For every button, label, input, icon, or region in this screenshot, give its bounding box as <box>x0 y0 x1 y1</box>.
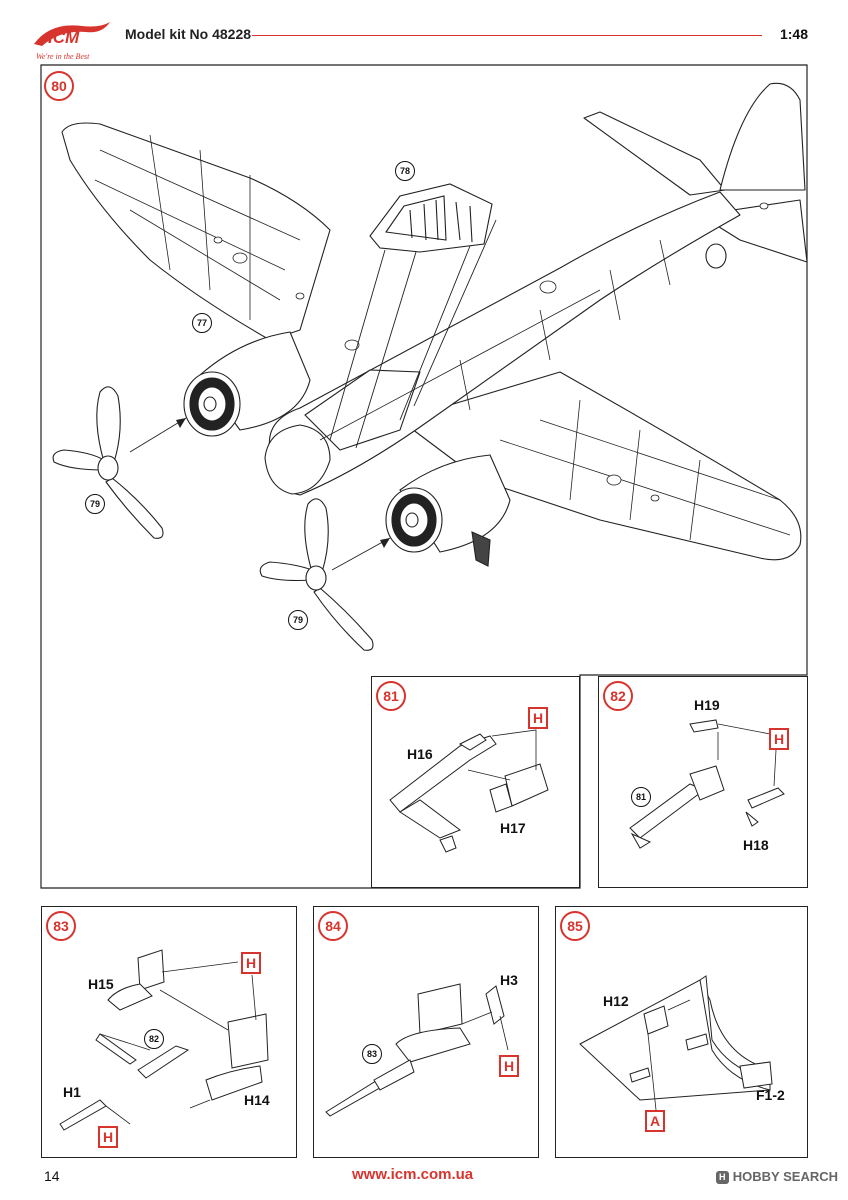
svg-text:ICM: ICM <box>48 28 80 47</box>
website-link[interactable]: www.icm.com.ua <box>352 1166 474 1183</box>
page-number: 14 <box>44 1168 60 1184</box>
sprue-a-85: A <box>645 1110 665 1132</box>
part-h17: H17 <box>500 820 526 836</box>
ref-79-left: 79 <box>85 494 105 514</box>
part-h19: H19 <box>694 697 720 713</box>
ref-79-right: 79 <box>288 610 308 630</box>
step-81-badge: 81 <box>376 681 406 711</box>
part-h18: H18 <box>743 837 769 853</box>
icm-logo: ICM We're in the Best <box>30 18 114 62</box>
ref-83: 83 <box>362 1044 382 1064</box>
svg-text:We're in the Best: We're in the Best <box>36 52 90 61</box>
step-82-badge: 82 <box>603 681 633 711</box>
ref-77: 77 <box>192 313 212 333</box>
scale-label: 1:48 <box>779 26 808 42</box>
sprue-h-82: H <box>769 728 789 750</box>
step-80-badge: 80 <box>44 71 74 101</box>
sprue-h-83-top: H <box>241 952 261 974</box>
step-83-badge: 83 <box>46 911 76 941</box>
part-h16: H16 <box>407 746 433 762</box>
ref-78: 78 <box>395 161 415 181</box>
ref-81: 81 <box>631 787 651 807</box>
sprue-h-81: H <box>528 707 548 729</box>
kit-title: Model kit No 48228 <box>125 26 252 42</box>
header-rule <box>252 35 762 36</box>
step-85-badge: 85 <box>560 911 590 941</box>
part-f1-2: F1-2 <box>756 1087 785 1103</box>
part-h14: H14 <box>244 1092 270 1108</box>
part-h1: H1 <box>63 1084 81 1100</box>
hobby-search-logo-icon: H <box>715 1171 729 1185</box>
ref-82: 82 <box>144 1029 164 1049</box>
part-h3: H3 <box>500 972 518 988</box>
watermark-text: HOBBY SEARCH <box>732 1169 838 1184</box>
part-h15: H15 <box>88 976 114 992</box>
part-h12: H12 <box>603 993 629 1009</box>
page-header: ICM We're in the Best Model kit No 48228… <box>0 0 848 62</box>
sprue-h-84: H <box>499 1055 519 1077</box>
step-84-badge: 84 <box>318 911 348 941</box>
sprue-h-83-bottom: H <box>98 1126 118 1148</box>
